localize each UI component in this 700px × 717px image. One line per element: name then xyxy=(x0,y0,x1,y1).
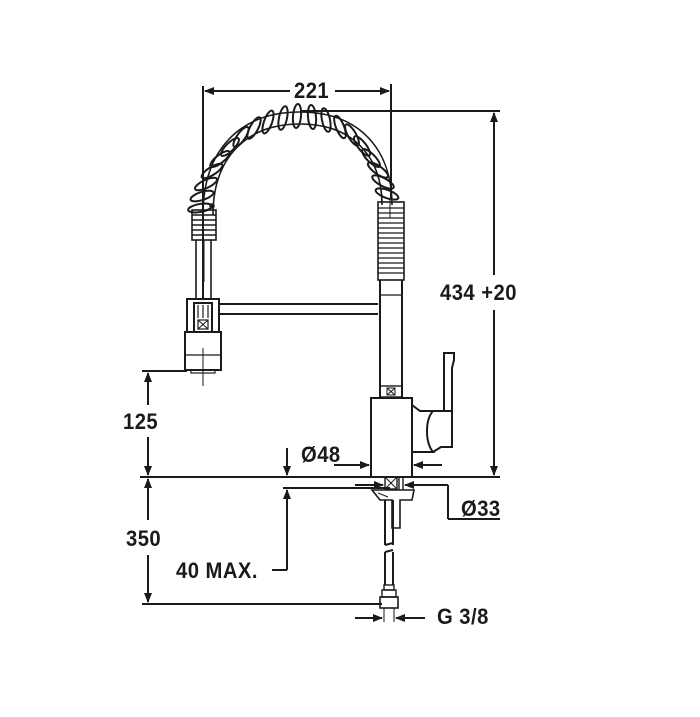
mounting-assembly xyxy=(370,476,415,622)
label-counter-thickness: 40 MAX. xyxy=(176,558,258,583)
dimension-hole-diameter xyxy=(355,481,500,520)
faucet-body xyxy=(370,352,455,478)
dimension-counter-thickness xyxy=(272,448,291,571)
faucet-column xyxy=(377,200,405,398)
label-width: 221 xyxy=(294,78,330,103)
countertop-line xyxy=(140,476,500,489)
left-hose-sleeve xyxy=(191,203,217,300)
holder-arm xyxy=(219,303,378,315)
lever-handle xyxy=(443,352,455,411)
dimension-width xyxy=(202,84,392,300)
label-hole-diameter: Ø33 xyxy=(461,496,501,521)
spring-coil xyxy=(187,103,400,216)
label-height: 434 +20 xyxy=(440,280,517,305)
label-spout-clearance: 125 xyxy=(123,409,159,434)
spray-head xyxy=(184,298,222,386)
label-hose-length: 350 xyxy=(126,526,162,551)
dimension-hose-length xyxy=(142,478,382,605)
label-thread: G 3/8 xyxy=(437,604,489,629)
dimension-spout-clearance xyxy=(142,370,187,476)
label-base-diameter: Ø48 xyxy=(301,442,341,467)
